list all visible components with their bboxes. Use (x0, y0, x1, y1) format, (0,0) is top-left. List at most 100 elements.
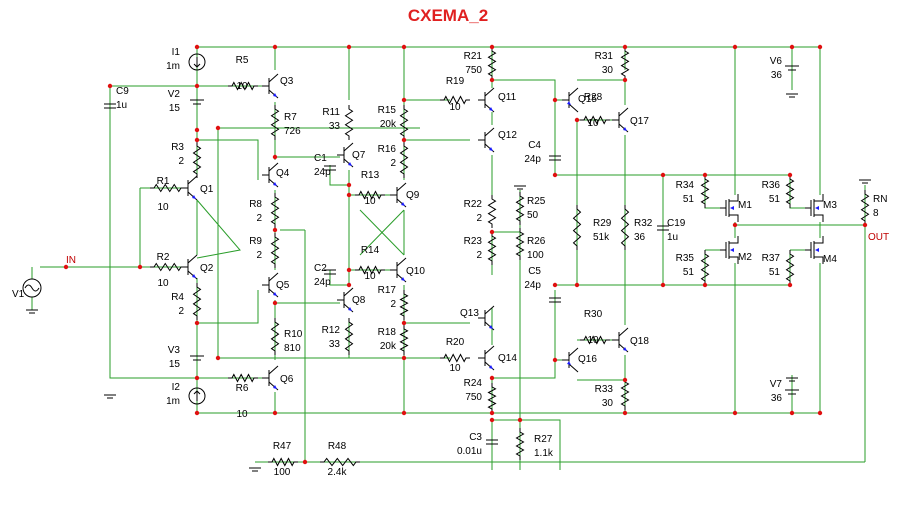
r48-designator: R48 (328, 441, 347, 452)
v1-signal-source (22, 278, 42, 298)
r37-designator: R37 (762, 253, 781, 264)
q3-transistor (262, 73, 279, 99)
c9-value: 1u (116, 100, 127, 111)
r10-resistor (270, 318, 280, 355)
r9-resistor (270, 233, 280, 268)
q12-designator: Q12 (498, 130, 517, 141)
m3-mosfet (805, 194, 824, 222)
r36-resistor (785, 175, 795, 208)
i2-designator: I2 (172, 382, 181, 393)
r27-zigzag (515, 428, 525, 460)
rn-zigzag (860, 190, 870, 225)
ground-symbol (786, 93, 798, 98)
r12-resistor (344, 318, 354, 355)
q1-collector (187, 175, 198, 185)
r4-resistor (192, 283, 202, 320)
junction-node (660, 282, 666, 288)
r20-zigzag (440, 353, 470, 363)
q4-designator: Q4 (276, 168, 290, 179)
v2-value: 15 (169, 103, 181, 114)
q17-designator: Q17 (630, 116, 649, 127)
r3-zigzag (192, 142, 202, 178)
c19-designator: C19 (667, 218, 686, 229)
r26-designator: R26 (527, 236, 546, 247)
junction-node (346, 282, 352, 288)
q8-transistor (337, 287, 354, 313)
q13-collector (484, 305, 495, 315)
junction-node (194, 44, 200, 50)
q1-arrow (192, 195, 196, 199)
r19-zigzag (440, 95, 470, 105)
q8-arrow (348, 307, 352, 311)
junction-node (489, 229, 495, 235)
r22-resistor (487, 195, 497, 228)
r20-designator: R20 (446, 337, 465, 348)
m4-designator: M4 (823, 254, 837, 265)
r32-zigzag (620, 205, 630, 250)
m2-source (729, 256, 739, 264)
i2-current-source (188, 387, 206, 405)
q14-designator: Q14 (498, 353, 517, 364)
q17-transistor (612, 107, 629, 133)
m1-mosfet (720, 194, 739, 222)
m4-arrow (815, 248, 819, 252)
q4-arrow (273, 182, 277, 186)
r16-value: 2 (390, 158, 396, 169)
r8-designator: R8 (249, 199, 262, 210)
junction-node (401, 320, 407, 326)
m3-arrow (815, 206, 819, 210)
q9-arrow (401, 202, 405, 206)
junction-node (489, 77, 495, 83)
r25-resistor (515, 192, 525, 225)
r37-resistor (785, 250, 795, 285)
wire (492, 290, 556, 379)
c4-capacitor (549, 155, 561, 161)
r35-designator: R35 (676, 253, 695, 264)
junction-node (489, 44, 495, 50)
junction-node (517, 417, 523, 423)
junction-node (789, 44, 795, 50)
rn-designator: RN (873, 194, 887, 205)
i1-circle (188, 53, 206, 71)
r12-designator: R12 (322, 325, 341, 336)
i1-designator: I1 (172, 47, 181, 58)
v6-value: 36 (771, 70, 783, 81)
r17-resistor (399, 290, 409, 320)
i1-current-source (188, 53, 206, 71)
r11-designator: R11 (322, 107, 340, 118)
r33-value: 30 (602, 398, 614, 409)
r30-resistor (580, 335, 610, 345)
r32-resistor (620, 205, 630, 250)
junction-node (489, 417, 495, 423)
r25-value: 50 (527, 210, 539, 221)
junction-node (346, 182, 352, 188)
r8-resistor (270, 193, 280, 228)
q12-transistor (478, 127, 495, 153)
q10-designator: Q10 (406, 266, 425, 277)
r1-zigzag (150, 183, 185, 193)
r2-designator: R2 (157, 252, 170, 263)
i1-arrow (193, 57, 201, 68)
r1-designator: R1 (157, 176, 170, 187)
junction-node (574, 117, 580, 123)
r23-value: 2 (476, 250, 482, 261)
q15-designator: Q15 (578, 94, 597, 105)
q6-transistor (262, 365, 279, 391)
junction-node (194, 127, 200, 133)
m3-designator: M3 (823, 200, 837, 211)
q16-transistor (562, 347, 579, 373)
q16-arrow (567, 361, 571, 365)
r19-designator: R19 (446, 76, 465, 87)
r14-resistor (355, 265, 385, 275)
q14-transistor (478, 345, 495, 371)
m4-mosfet (805, 236, 824, 264)
r36-zigzag (785, 175, 795, 208)
r32-designator: R32 (634, 218, 653, 229)
r13-zigzag (355, 190, 385, 200)
r4-value: 2 (178, 306, 184, 317)
r14-value: 10 (364, 271, 376, 282)
r15-designator: R15 (378, 105, 397, 116)
junction-node (622, 77, 628, 83)
r5-value: 10 (236, 81, 248, 92)
